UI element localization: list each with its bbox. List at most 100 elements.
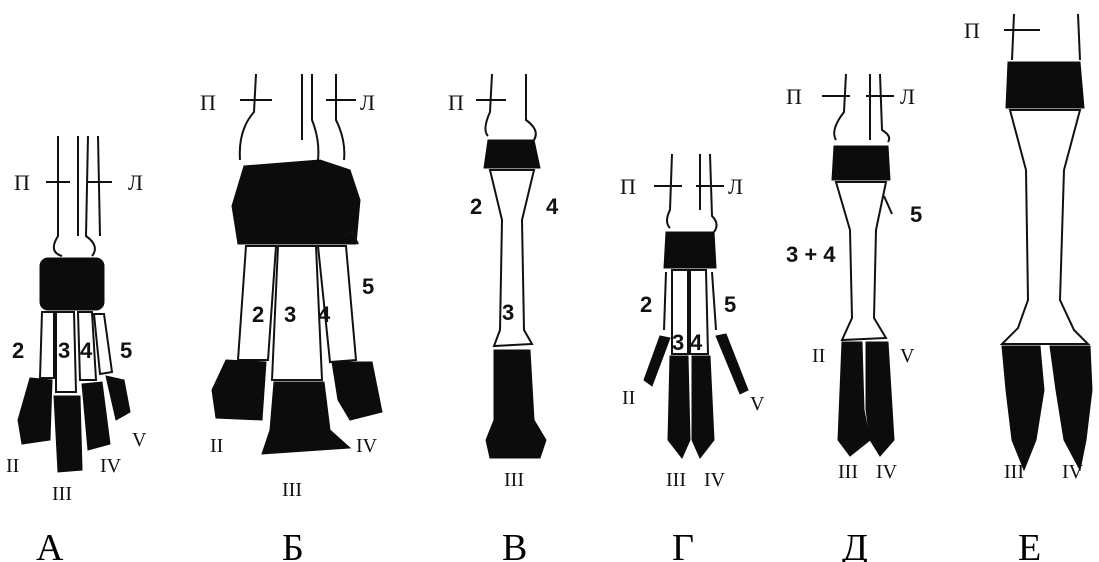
digit-4 [1050, 346, 1092, 470]
radius-bone [485, 74, 492, 136]
metacarpal-label-4: 4 [80, 338, 93, 363]
metacarpal-2 [40, 312, 54, 378]
metacarpal-5 [94, 314, 112, 374]
panel-b: П Л 2 3 4 5 II III IV Б [200, 74, 382, 562]
radius-bone [1012, 14, 1014, 60]
metacarpal-3-4 [1002, 110, 1088, 344]
digit-5 [106, 376, 130, 420]
panel-e: П Л 5 3 + 4 II V III IV Д [786, 74, 922, 562]
toe-label-ii: II [210, 435, 223, 457]
digit-5 [716, 334, 748, 394]
axis-label-right: Л [900, 84, 915, 109]
axis-label-left: П [14, 170, 30, 195]
metacarpal-label-3: 3 [58, 338, 70, 363]
panel-c: П 2 4 3 III В [448, 74, 559, 562]
metacarpal-label-2: 2 [12, 338, 24, 363]
digit-3 [486, 350, 546, 458]
digit-4 [692, 356, 714, 458]
metacarpal-label-2: 2 [470, 194, 482, 219]
panel-letter: Д [842, 527, 868, 562]
radius-bone [834, 74, 846, 140]
toe-label-ii: II [622, 387, 635, 409]
panel-letter: А [36, 527, 64, 562]
axis-label-right: Л [728, 174, 743, 199]
digit-4 [866, 342, 894, 456]
metacarpal-5 [884, 196, 892, 214]
toe-label-iii: III [838, 461, 858, 483]
digit-2 [212, 360, 266, 420]
radius-bone [240, 74, 256, 160]
digit-2 [644, 336, 670, 386]
metacarpal-label-4: 4 [546, 194, 559, 219]
axis-label-left: П [620, 174, 636, 199]
metacarpal-label-5: 5 [120, 338, 132, 363]
ulna-bone-outer [336, 74, 344, 160]
ulna-bone-right-2 [98, 136, 100, 236]
radius-bone [667, 154, 672, 228]
axis-label-right: Л [360, 90, 375, 115]
toe-label-iii: III [504, 469, 524, 491]
digit-3 [838, 342, 870, 456]
toe-label-iv: IV [356, 435, 378, 457]
axis-label-left: П [200, 90, 216, 115]
digit-4 [332, 362, 382, 420]
digit-3 [668, 356, 690, 458]
ulna-bone [312, 74, 318, 160]
metacarpal-label-3: 3 [284, 302, 296, 327]
ulna-bone [1078, 14, 1080, 60]
ulna-bone-outer [880, 74, 889, 142]
metacarpal-label-2: 2 [252, 302, 264, 327]
metacarpal-label-3: 3 [672, 330, 684, 355]
panel-letter: В [502, 527, 527, 562]
metacarpal-label-5: 5 [362, 274, 374, 299]
ulna-bone [526, 74, 536, 140]
panel-d: П Л 2 5 3 4 II V III IV Г [620, 154, 765, 562]
toe-label-iv: IV [704, 469, 726, 491]
panel-letter: Е [1018, 527, 1041, 562]
panel-letter: Б [282, 527, 304, 562]
panel-f: П III IV Е [964, 14, 1092, 562]
toe-label-v: V [900, 345, 915, 367]
panel-a: П Л 2 3 4 5 II III IV V А [6, 136, 147, 562]
carpal-block [40, 258, 104, 310]
carpal-block [664, 232, 716, 268]
radius-bone [54, 136, 62, 256]
toe-label-iii: III [666, 469, 686, 491]
carpal-block [832, 146, 890, 180]
metacarpal-label-3: 3 [502, 300, 514, 325]
ulna-bone-right [86, 136, 95, 256]
ulna-bone-outer [710, 154, 717, 232]
metacarpal-3 [272, 246, 322, 380]
axis-label-right: Л [128, 170, 143, 195]
digit-4 [82, 382, 110, 450]
axis-label-left: П [448, 90, 464, 115]
metacarpal-label-4: 4 [318, 302, 331, 327]
toe-label-iii: III [1004, 461, 1024, 483]
metacarpal-label-2: 2 [640, 292, 652, 317]
digit-3 [1002, 346, 1044, 470]
carpal-block [232, 160, 360, 244]
toe-label-iv: IV [876, 461, 898, 483]
axis-label-left: П [786, 84, 802, 109]
digit-2 [18, 378, 52, 444]
carpal-block [1006, 62, 1084, 108]
metacarpal-label-5: 5 [910, 202, 922, 227]
metacarpal-5 [712, 272, 716, 330]
toe-label-iii: III [282, 479, 302, 501]
axis-label-left: П [964, 18, 980, 43]
toe-label-iv: IV [100, 455, 122, 477]
panel-letter: Г [672, 527, 694, 562]
metacarpal-3-4 [836, 182, 886, 340]
toe-label-ii: II [812, 345, 825, 367]
toe-label-iii: III [52, 483, 72, 505]
toe-label-v: V [750, 393, 765, 415]
digit-3 [54, 396, 82, 472]
toe-label-v: V [132, 429, 147, 451]
metacarpal-2 [664, 272, 666, 330]
metacarpal-label-5: 5 [724, 292, 736, 317]
toe-label-ii: II [6, 455, 19, 477]
metacarpal-label-4: 4 [690, 330, 703, 355]
metacarpal-label-3-4: 3 + 4 [786, 242, 836, 267]
toe-label-iv: IV [1062, 461, 1084, 483]
